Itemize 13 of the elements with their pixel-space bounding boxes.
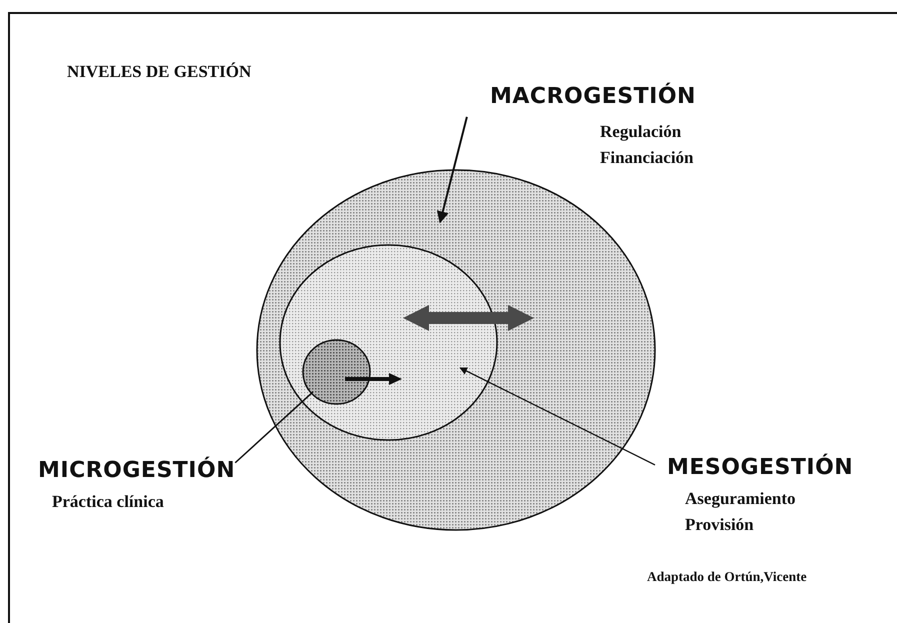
level-description: Provisión — [684, 514, 754, 536]
source-caption: Adaptado de Ortún,Vicente — [647, 569, 807, 585]
level-heading: MESOGESTIÓN — [666, 455, 854, 480]
level-description: Financiación — [599, 147, 694, 169]
level-description: Aseguramiento — [684, 488, 796, 510]
level-heading: MICROGESTIÓN — [37, 458, 236, 483]
arrow — [436, 116, 468, 224]
arrow — [459, 367, 656, 466]
diagram-title: NIVELES DE GESTIÓN — [67, 62, 252, 82]
leader-line — [234, 391, 314, 464]
level-description: Práctica clínica — [51, 491, 164, 513]
level-description: Regulación — [599, 121, 682, 143]
level-heading: MACROGESTIÓN — [489, 84, 696, 109]
